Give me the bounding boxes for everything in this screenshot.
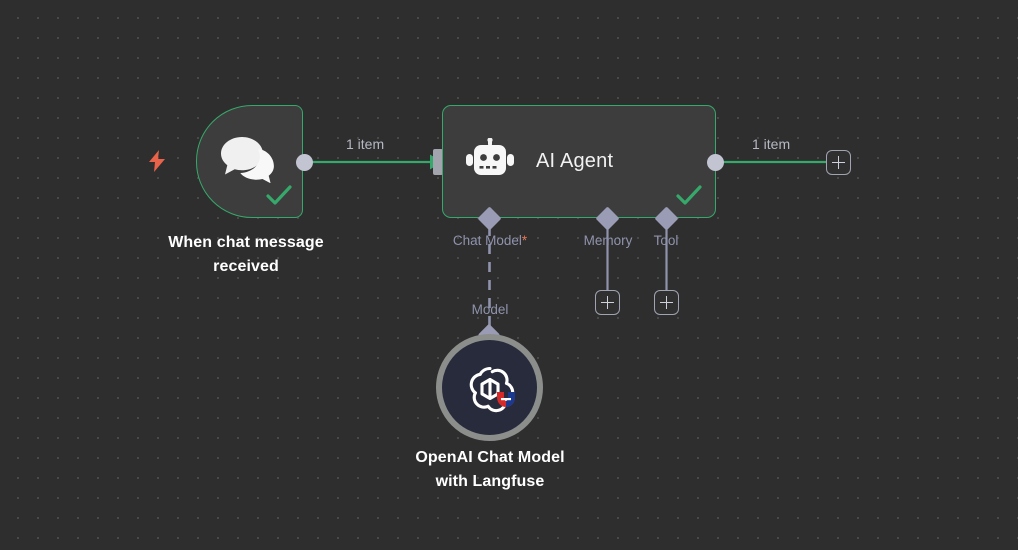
robot-icon [466,137,514,185]
add-memory-button[interactable] [595,290,620,315]
status-check-icon-agent [675,184,703,213]
sub-connector-label-memory: Memory [583,233,633,248]
edge-label-agent-to-next: 1 item [752,136,791,152]
edge-label-trigger-to-agent: 1 item [346,136,385,152]
openai-logo-icon [464,362,516,414]
chat-bubbles-icon [220,135,280,188]
sub-connector-label-tool: Tool [653,233,679,248]
add-next-node-button[interactable] [826,150,851,175]
node-openai-chat-model-with-langfuse[interactable] [436,334,543,441]
langfuse-magnet-icon [496,391,515,407]
chat-model-text: Chat Model [452,233,522,248]
link-label-model: Model [471,302,509,317]
required-marker-chat-model: * [521,233,528,248]
agent-output-endpoint[interactable] [707,154,724,171]
plus-icon-next-v [837,156,840,169]
add-tool-button[interactable] [654,290,679,315]
node-label-trigger: When chat message received [168,234,324,275]
agent-input-port[interactable] [433,149,443,175]
plus-icon-memory-v [606,296,609,309]
node-ai-agent[interactable]: AI Agent [442,105,716,218]
status-check-icon [265,184,293,213]
plus-icon-tool-v [665,296,668,309]
trigger-output-endpoint[interactable] [296,154,313,171]
node-label-openai-chat-model: OpenAI Chat Model with Langfuse [415,449,565,490]
sub-connector-label-chat-model: Chat Model* [410,233,570,248]
node-when-chat-message-received[interactable] [196,105,303,218]
node-title-ai-agent: AI Agent [536,150,614,172]
lightning-bolt-icon [148,150,166,172]
